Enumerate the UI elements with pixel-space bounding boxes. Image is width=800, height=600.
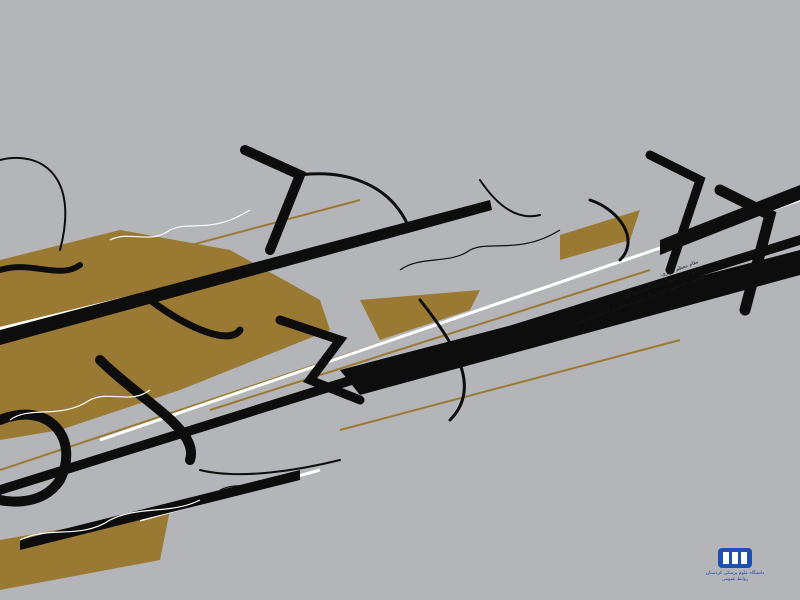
small-script-dark: [219, 229, 561, 491]
gold-shapes: [0, 210, 640, 590]
logo-caption-line: روابط عمومی: [721, 577, 749, 582]
logo-caption: دانشگاه علوم پزشکی کردستان روابط عمومی: [700, 571, 770, 583]
gold-lines: [0, 199, 681, 471]
calligraphy-strokes: [0, 145, 777, 507]
university-emblem-icon: [718, 548, 752, 568]
logo-caption-line: دانشگاه علوم پزشکی کردستان: [705, 571, 765, 576]
university-logo: دانشگاه علوم پزشکی کردستان روابط عمومی: [700, 545, 770, 593]
small-script: [9, 209, 251, 541]
